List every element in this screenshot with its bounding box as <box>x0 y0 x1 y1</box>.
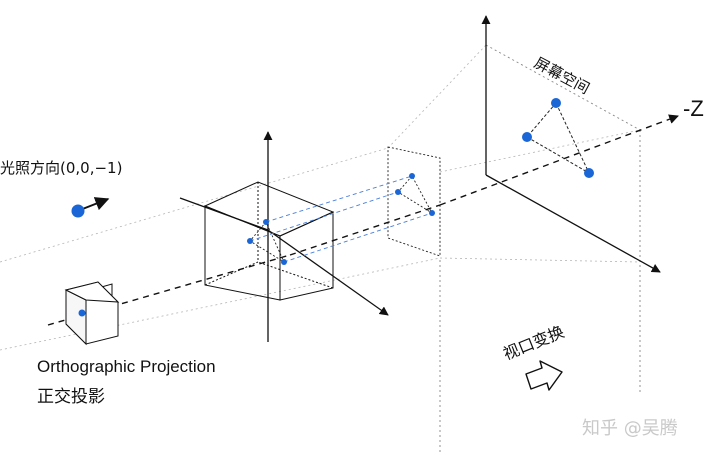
view-axis <box>47 114 679 326</box>
view-volume-cube <box>203 181 335 301</box>
screen-triangle <box>522 98 594 178</box>
projection-label-zh: 正交投影 <box>37 387 105 407</box>
cube-triangle <box>247 219 287 265</box>
screen-axes <box>481 15 661 273</box>
camera-icon <box>64 281 120 346</box>
cube-axes <box>179 131 389 342</box>
screen-plane <box>439 44 641 455</box>
near-plane-triangle <box>395 173 435 216</box>
hollow-right-arrow-icon <box>525 360 563 391</box>
light-direction-label: 光照方向(0,0,−1) <box>0 159 122 177</box>
projection-label-en: Orthographic Projection <box>37 357 216 376</box>
watermark: 知乎 @吴腾 <box>582 418 678 439</box>
viewport-transform-label: 视口变换 <box>500 322 566 364</box>
perspective-guides <box>0 44 641 351</box>
projection-lines <box>249 175 433 263</box>
near-plane <box>387 146 441 257</box>
screen-space-label: 屏幕空间 <box>531 54 592 98</box>
light-source-icon <box>71 197 110 218</box>
axis-neg-z-label: -Z <box>683 96 704 121</box>
